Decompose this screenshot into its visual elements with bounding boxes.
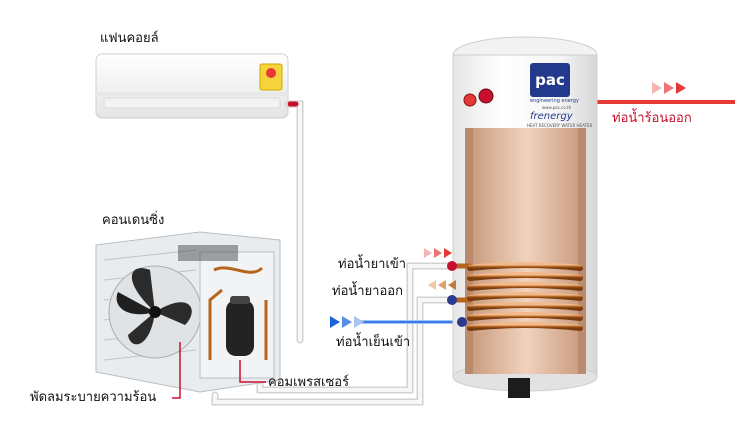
hot-water-out-arrows	[652, 82, 686, 94]
website-text: www.pac.co.th	[542, 105, 572, 110]
cold-water-in-arrows	[330, 316, 364, 328]
compressor-label: คอมเพรสเซอร์	[268, 375, 350, 390]
cold-water-in-label: ท่อน้ำเย็นเข้า	[336, 335, 411, 350]
refrigerant-pipes	[211, 100, 454, 406]
refrigerant-out-arrows	[428, 280, 456, 290]
refrigerant-out-label: ท่อน้ำยาออก	[332, 284, 403, 299]
refrigerant-in-label: ท่อน้ำยาเข้า	[338, 257, 407, 272]
fan-label: พัดลมระบายความร้อน	[30, 390, 157, 405]
logo-tagline: engineering energy	[530, 98, 579, 104]
product-name: frenergy	[530, 111, 573, 122]
fan-coil-label: แฟนคอยล์	[100, 31, 159, 46]
condensing-unit	[95, 231, 281, 393]
hot-water-out-label: ท่อน้ำร้อนออก	[612, 111, 692, 126]
leader-lines	[172, 342, 266, 399]
fan-blade-icon	[108, 265, 202, 359]
pac-logo: pac	[530, 63, 570, 97]
product-subtitle: HEAT RECOVERY WATER HEATER	[527, 123, 593, 128]
refrigerant-in-arrows	[424, 248, 452, 258]
copper-coil	[447, 261, 583, 331]
fan-coil-unit	[95, 53, 289, 119]
water-heater-tank	[452, 36, 598, 398]
compressor-icon	[226, 296, 254, 356]
condensing-label: คอนเดนซิ่ง	[102, 213, 165, 228]
